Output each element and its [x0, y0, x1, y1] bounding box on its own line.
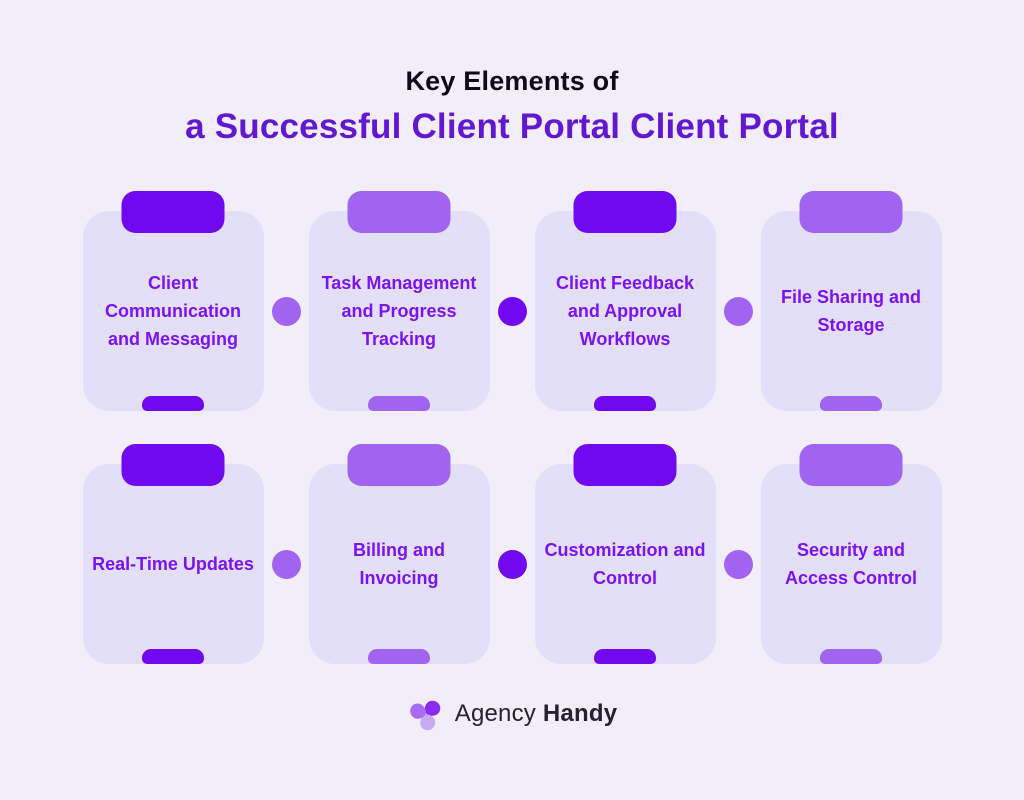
cards-row-2: Real-Time Updates Billing and Invoicing … [0, 444, 1024, 664]
connector-dot [723, 297, 753, 326]
brand-regular: Agency [454, 700, 537, 727]
connector-dot [497, 550, 527, 579]
card-bottom-tab [368, 396, 430, 411]
card-bottom-tab [368, 649, 430, 664]
connector-dot [271, 297, 301, 326]
card-label: Customization and Control [544, 540, 706, 588]
footer-brand: Agency Handy [0, 695, 1024, 733]
card-body: Client Feedback and Approval Workflows [534, 211, 716, 411]
card-top-tab [121, 444, 225, 486]
cards-row-1: Client Communication and Messaging Task … [0, 191, 1024, 411]
card-top-tab [347, 444, 451, 486]
card-client-feedback: Client Feedback and Approval Workflows [534, 191, 716, 411]
card-bottom-tab [594, 649, 656, 664]
card-bottom-tab [820, 396, 882, 411]
card-bottom-tab [594, 396, 656, 411]
connector-dot [497, 297, 527, 326]
card-label: Client Communication and Messaging [104, 273, 241, 349]
card-label: Billing and Invoicing [353, 540, 445, 588]
card-body: Billing and Invoicing [308, 464, 490, 664]
card-label: Real-Time Updates [92, 554, 254, 574]
card-body: File Sharing and Storage [760, 211, 942, 411]
card-body: Real-Time Updates [82, 464, 264, 664]
brand-bold: Handy [542, 700, 618, 727]
title-line2: a Successful Client Portal Client Portal [185, 107, 839, 146]
card-billing-invoicing: Billing and Invoicing [308, 444, 490, 664]
card-body: Security and Access Control [760, 464, 942, 664]
card-top-tab [573, 191, 677, 233]
title-line1: Key Elements of [405, 66, 619, 96]
card-real-time-updates: Real-Time Updates [82, 444, 264, 664]
card-body: Client Communication and Messaging [82, 211, 264, 411]
card-label: File Sharing and Storage [780, 287, 922, 335]
card-body: Customization and Control [534, 464, 716, 664]
card-bottom-tab [820, 649, 882, 664]
card-label: Security and Access Control [784, 540, 918, 588]
title-block: Key Elements of a Successful Client Port… [0, 0, 1024, 147]
card-security-access: Security and Access Control [760, 444, 942, 664]
card-top-tab [121, 191, 225, 233]
card-file-sharing: File Sharing and Storage [760, 191, 942, 411]
card-label: Client Feedback and Approval Workflows [555, 273, 695, 349]
card-top-tab [799, 444, 903, 486]
card-top-tab [573, 444, 677, 486]
card-customization-control: Customization and Control [534, 444, 716, 664]
card-bottom-tab [142, 649, 204, 664]
card-bottom-tab [142, 396, 204, 411]
card-top-tab [799, 191, 903, 233]
connector-dot [723, 550, 753, 579]
card-task-management: Task Management and Progress Tracking [308, 191, 490, 411]
card-body: Task Management and Progress Tracking [308, 211, 490, 411]
card-top-tab [347, 191, 451, 233]
agency-handy-swirl-icon [409, 700, 441, 731]
card-label: Task Management and Progress Tracking [321, 273, 477, 349]
brand-wordmark: Agency Handy [455, 700, 618, 728]
connector-dot [271, 550, 301, 579]
card-client-communication: Client Communication and Messaging [82, 191, 264, 411]
